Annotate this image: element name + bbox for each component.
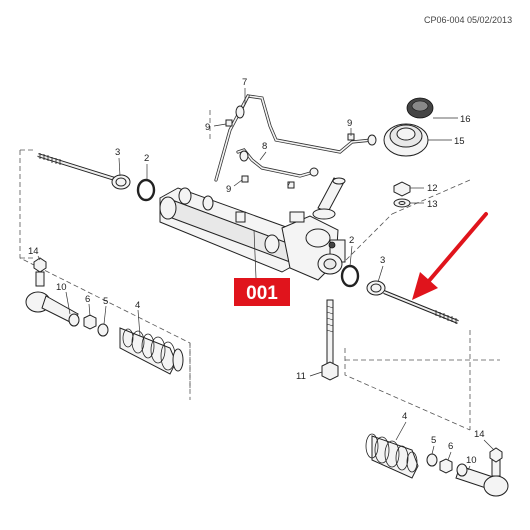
seal-ring-right xyxy=(340,264,360,288)
label-14-left: 14 xyxy=(28,246,39,257)
label-16: 16 xyxy=(460,114,471,125)
label-5-right: 5 xyxy=(431,435,436,446)
mount-bushing xyxy=(383,97,434,157)
label-13: 13 xyxy=(427,199,438,210)
outer-tie-rod-end-right xyxy=(365,433,509,497)
label-15: 15 xyxy=(454,136,465,147)
label-3-left: 3 xyxy=(115,147,120,158)
label-9-b: 9 xyxy=(226,184,231,195)
label-3-right: 3 xyxy=(380,255,385,266)
label-11: 11 xyxy=(296,371,306,382)
label-2-left: 2 xyxy=(144,153,149,164)
label-10-left: 10 xyxy=(56,282,67,293)
label-5-left: 5 xyxy=(103,296,108,307)
label-6-right: 6 xyxy=(448,441,453,452)
leader-lines xyxy=(37,88,495,471)
nut-washer xyxy=(393,181,411,208)
label-8: 8 xyxy=(262,141,267,152)
part-number-labels: 7 9 8 9 9 16 15 12 13 3 2 2 3 14 10 6 5 … xyxy=(28,77,485,466)
diagram-code-date: CP06-004 05/02/2013 xyxy=(424,15,512,25)
label-9-c: 9 xyxy=(347,118,352,129)
fluid-line-8 xyxy=(236,148,319,178)
steering-rack-housing xyxy=(159,177,346,281)
outer-tie-rod-end-left xyxy=(25,257,184,375)
label-6-left: 6 xyxy=(85,294,90,305)
part-callout-001: 001 xyxy=(234,278,290,306)
inner-tie-rod-left xyxy=(37,153,131,190)
label-2-right: 2 xyxy=(349,235,354,246)
seal-ring-left xyxy=(136,178,156,202)
label-4-right: 4 xyxy=(402,411,407,422)
label-10-right: 10 xyxy=(466,455,477,466)
highlight-arrow xyxy=(412,212,488,300)
label-4-left: 4 xyxy=(135,300,140,311)
callout-label: 001 xyxy=(246,283,278,304)
label-7: 7 xyxy=(242,77,247,88)
label-9-a: 9 xyxy=(205,122,210,133)
label-12: 12 xyxy=(427,183,438,194)
fluid-line-7 xyxy=(214,94,377,182)
bolt-11 xyxy=(321,299,339,381)
assembly-outlines xyxy=(19,110,500,431)
clip-parts-9 xyxy=(225,119,355,189)
inner-tie-rod-right xyxy=(366,280,459,324)
label-14-right: 14 xyxy=(474,429,485,440)
